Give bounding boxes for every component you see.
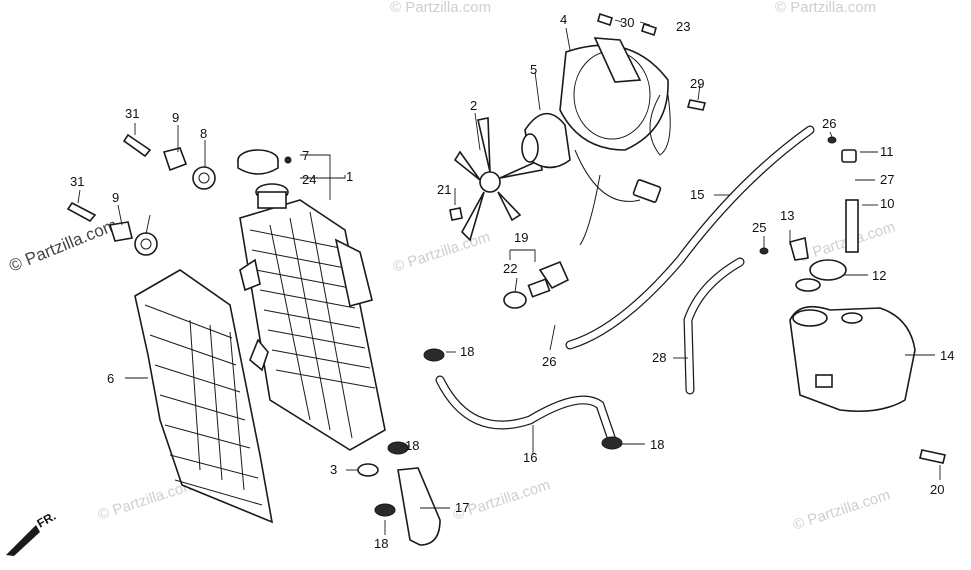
fan-shroud xyxy=(559,37,671,246)
callout-8: 8 xyxy=(200,126,207,141)
water-hose-17 xyxy=(397,467,441,546)
callout-6: 6 xyxy=(107,371,114,386)
reserve-tank xyxy=(789,305,916,413)
callout-1: 1 xyxy=(346,169,353,184)
callout-31a: 31 xyxy=(125,106,139,121)
callout-2: 2 xyxy=(470,98,477,113)
callout-24: 24 xyxy=(302,172,316,187)
callout-31b: 31 xyxy=(70,174,84,189)
radiator xyxy=(239,183,386,451)
callout-26b: 26 xyxy=(542,354,556,369)
callout-9b: 9 xyxy=(112,190,119,205)
callout-4: 4 xyxy=(560,12,567,27)
callout-18b: 18 xyxy=(405,438,419,453)
callout-12: 12 xyxy=(872,268,886,283)
watermark: © Partzilla.com xyxy=(775,0,876,16)
callout-27: 27 xyxy=(880,172,894,187)
tank-tube-joints xyxy=(759,136,859,261)
radiator-shroud xyxy=(134,269,274,524)
front-arrow: FR. xyxy=(6,509,58,556)
callout-17: 17 xyxy=(455,500,469,515)
callout-21: 21 xyxy=(437,182,451,197)
callout-18a: 18 xyxy=(460,344,474,359)
watermark: © Partzilla.com xyxy=(791,486,892,533)
callout-9a: 9 xyxy=(172,110,179,125)
callout-5: 5 xyxy=(530,62,537,77)
watermark: © Partzilla.com xyxy=(391,228,492,275)
front-label: FR. xyxy=(35,509,59,531)
callout-10: 10 xyxy=(880,196,894,211)
fan-motor xyxy=(521,112,571,169)
callout-14: 14 xyxy=(940,348,954,363)
callout-3: 3 xyxy=(330,462,337,477)
breather-hose-28 xyxy=(683,257,745,395)
callout-18d: 18 xyxy=(374,536,388,551)
water-hose-16 xyxy=(435,375,617,445)
callout-13: 13 xyxy=(780,208,794,223)
bolts-right xyxy=(449,12,946,464)
watermark: © Partzilla.com xyxy=(390,0,491,16)
callout-labels: 1 2 3 4 5 6 7 8 9 9 10 11 12 13 14 15 16… xyxy=(70,12,954,551)
thermo-switch xyxy=(503,260,570,309)
callout-7: 7 xyxy=(302,148,309,163)
overflow-hose-15 xyxy=(565,125,815,350)
callout-11: 11 xyxy=(880,144,894,159)
callout-29: 29 xyxy=(690,76,704,91)
callout-16: 16 xyxy=(523,450,537,465)
fan-blade xyxy=(453,117,543,242)
leader-lines xyxy=(77,19,941,535)
bolt-collar-group-upper xyxy=(122,133,216,190)
callout-23: 23 xyxy=(676,19,690,34)
callout-22: 22 xyxy=(503,261,517,276)
callout-15: 15 xyxy=(690,187,704,202)
callout-19: 19 xyxy=(514,230,528,245)
callout-28: 28 xyxy=(652,350,666,365)
callout-30: 30 xyxy=(620,15,634,30)
callout-20: 20 xyxy=(930,482,944,497)
callout-18c: 18 xyxy=(650,437,664,452)
callout-26a: 26 xyxy=(822,116,836,131)
callout-25: 25 xyxy=(752,220,766,235)
radiator-cap xyxy=(237,149,292,175)
hose-clamps xyxy=(357,348,623,517)
tank-cap xyxy=(795,259,847,292)
watermark-main: © Partzilla.com xyxy=(6,215,119,276)
bolt-collar-group-lower xyxy=(66,201,158,256)
connector xyxy=(632,179,662,203)
